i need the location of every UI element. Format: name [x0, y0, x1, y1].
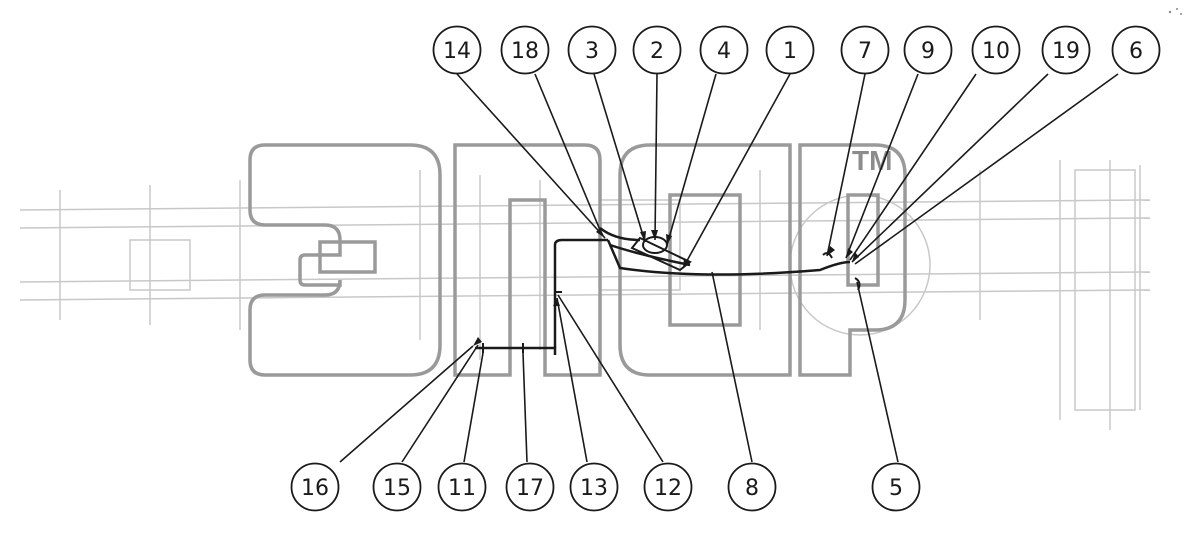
svg-text:13: 13 [580, 476, 608, 501]
callout-9: 9 [903, 25, 953, 75]
svg-text:4: 4 [717, 39, 731, 64]
svg-text:1: 1 [783, 39, 797, 64]
callout-8: 8 [727, 462, 777, 512]
svg-text:14: 14 [443, 39, 471, 64]
svg-text:11: 11 [448, 476, 476, 501]
svg-text:9: 9 [921, 39, 935, 64]
callout-5: 5 [871, 462, 921, 512]
svg-text:2: 2 [650, 39, 664, 64]
svg-text:19: 19 [1052, 39, 1080, 64]
component-cluster [630, 236, 861, 291]
callout-2: 2 [632, 25, 682, 75]
svg-text:17: 17 [516, 476, 544, 501]
callout-6: 6 [1111, 25, 1161, 75]
svg-text:5: 5 [889, 476, 903, 501]
svg-text:3: 3 [585, 39, 599, 64]
callout-16: 16 [290, 462, 340, 512]
svg-text:8: 8 [745, 476, 759, 501]
callout-19: 19 [1041, 25, 1091, 75]
callout-1: 1 [765, 25, 815, 75]
callout-12: 12 [643, 462, 693, 512]
clip-marks [482, 291, 562, 353]
callouts-bottom: 16 15 11 17 13 12 8 5 [290, 462, 921, 512]
svg-text:18: 18 [511, 39, 539, 64]
arrowheads [473, 228, 859, 346]
callout-18: 18 [500, 25, 550, 75]
trademark-text: TM [852, 145, 892, 176]
callout-13: 13 [569, 462, 619, 512]
callout-4: 4 [699, 25, 749, 75]
svg-text:12: 12 [654, 476, 682, 501]
svg-text:15: 15 [383, 476, 411, 501]
svg-text:16: 16 [301, 476, 329, 501]
harness-route [475, 227, 851, 355]
callout-11: 11 [437, 462, 487, 512]
leader-lines [339, 73, 1119, 463]
svg-text:7: 7 [858, 39, 872, 64]
corner-marks [1168, 8, 1182, 15]
svg-text:6: 6 [1129, 39, 1143, 64]
callout-7: 7 [840, 25, 890, 75]
callout-17: 17 [505, 462, 555, 512]
callout-14: 14 [432, 25, 482, 75]
callout-15: 15 [372, 462, 422, 512]
callout-3: 3 [567, 25, 617, 75]
callout-10: 10 [971, 25, 1021, 75]
background-chassis-drawing [19, 160, 1151, 430]
callouts-top: 14 18 3 2 4 1 7 9 10 19 6 [432, 25, 1161, 75]
svg-text:10: 10 [982, 39, 1010, 64]
watermark-logo [248, 143, 907, 377]
